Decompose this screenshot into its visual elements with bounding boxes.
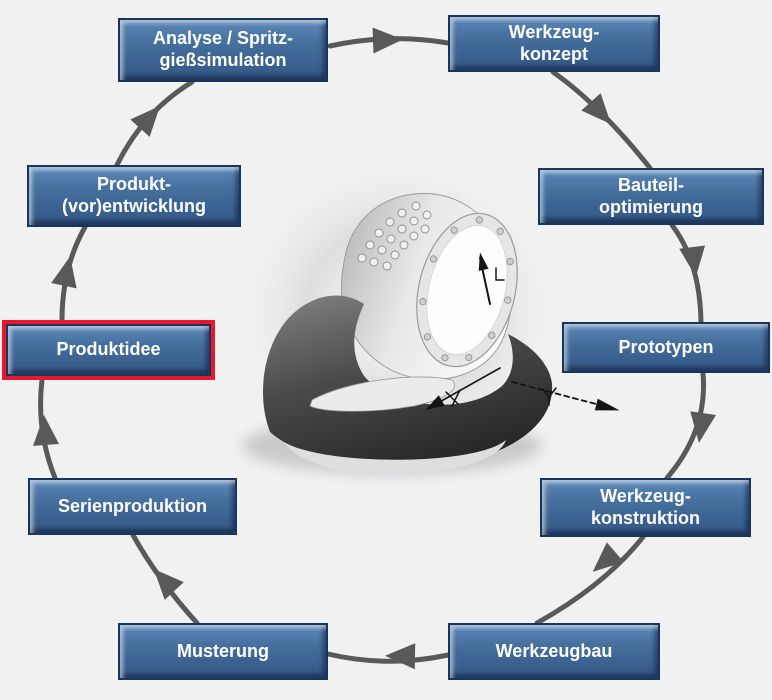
node-label: Bauteil- optimierung (599, 174, 703, 217)
slot-opening (309, 376, 455, 412)
cad-annotation-arrows (425, 252, 620, 411)
axis-line-left (435, 367, 501, 405)
node-label: Serienproduktion (57, 495, 207, 516)
bolt-holes (419, 216, 514, 362)
axis-arrowhead-icon (425, 395, 445, 410)
arrowhead-icon (130, 105, 161, 137)
node-label: Werkzeugbau (495, 640, 613, 661)
node-label: Prototypen (618, 336, 714, 357)
node-label: Produkt- (vor)entwicklung (61, 174, 206, 216)
axis-fork-glyph (542, 387, 557, 406)
node-label: Werkzeug- konstruktion (590, 485, 700, 528)
molded-part-3d-render (166, 107, 630, 543)
leader-dashed-line (511, 381, 597, 405)
leader-arrowhead-icon (594, 398, 620, 411)
arrowhead-icon (679, 245, 706, 277)
node-prototypen: Prototypen (562, 322, 770, 373)
node-werkzeugkonzept: Werkzeug- konzept (448, 15, 660, 72)
node-produkt-vorentwicklung: Produkt- (vor)entwicklung (27, 165, 241, 227)
axis-ticks-glyph (445, 389, 461, 407)
arrowhead-icon (51, 256, 77, 289)
base-cradle (262, 295, 553, 467)
arrowhead-icon (385, 643, 416, 670)
arc-werkzeugbau-to-musterung (325, 651, 451, 664)
node-label: Musterung (177, 640, 269, 661)
arrowhead-icon (33, 415, 60, 446)
knurl-bumps (357, 201, 432, 271)
node-label: Werkzeug- konzept (508, 21, 600, 64)
axis-label-glyph (495, 267, 505, 281)
arrowhead-icon (581, 93, 612, 125)
node-label: Analyse / Spritz- gießsimulation (152, 28, 294, 70)
base-bottom-lip (284, 440, 506, 475)
arrowhead-icon (153, 569, 184, 600)
flange-face (416, 212, 518, 368)
node-bauteiloptimierung: Bauteil- optimierung (538, 168, 764, 225)
arrowhead-icon (372, 27, 403, 54)
node-werkzeugkonstruktion: Werkzeug- konstruktion (540, 478, 751, 537)
arc-werkzeugkonstruktion-to-werkzeugbau (534, 534, 646, 626)
axis-arrowhead-icon (478, 252, 489, 271)
cycle-arrowheads (33, 27, 716, 670)
node-werkzeugbau: Werkzeugbau (448, 623, 660, 680)
arrowhead-icon (592, 542, 624, 572)
arrowhead-icon (690, 411, 716, 443)
node-produktidee: Produktidee (2, 320, 215, 380)
node-musterung: Musterung (118, 623, 328, 680)
node-analyse-spritzgiesssimulation: Analyse / Spritz- gießsimulation (118, 18, 328, 82)
node-label: Produktidee (56, 339, 161, 360)
node-serienproduktion: Serienproduktion (28, 478, 237, 535)
